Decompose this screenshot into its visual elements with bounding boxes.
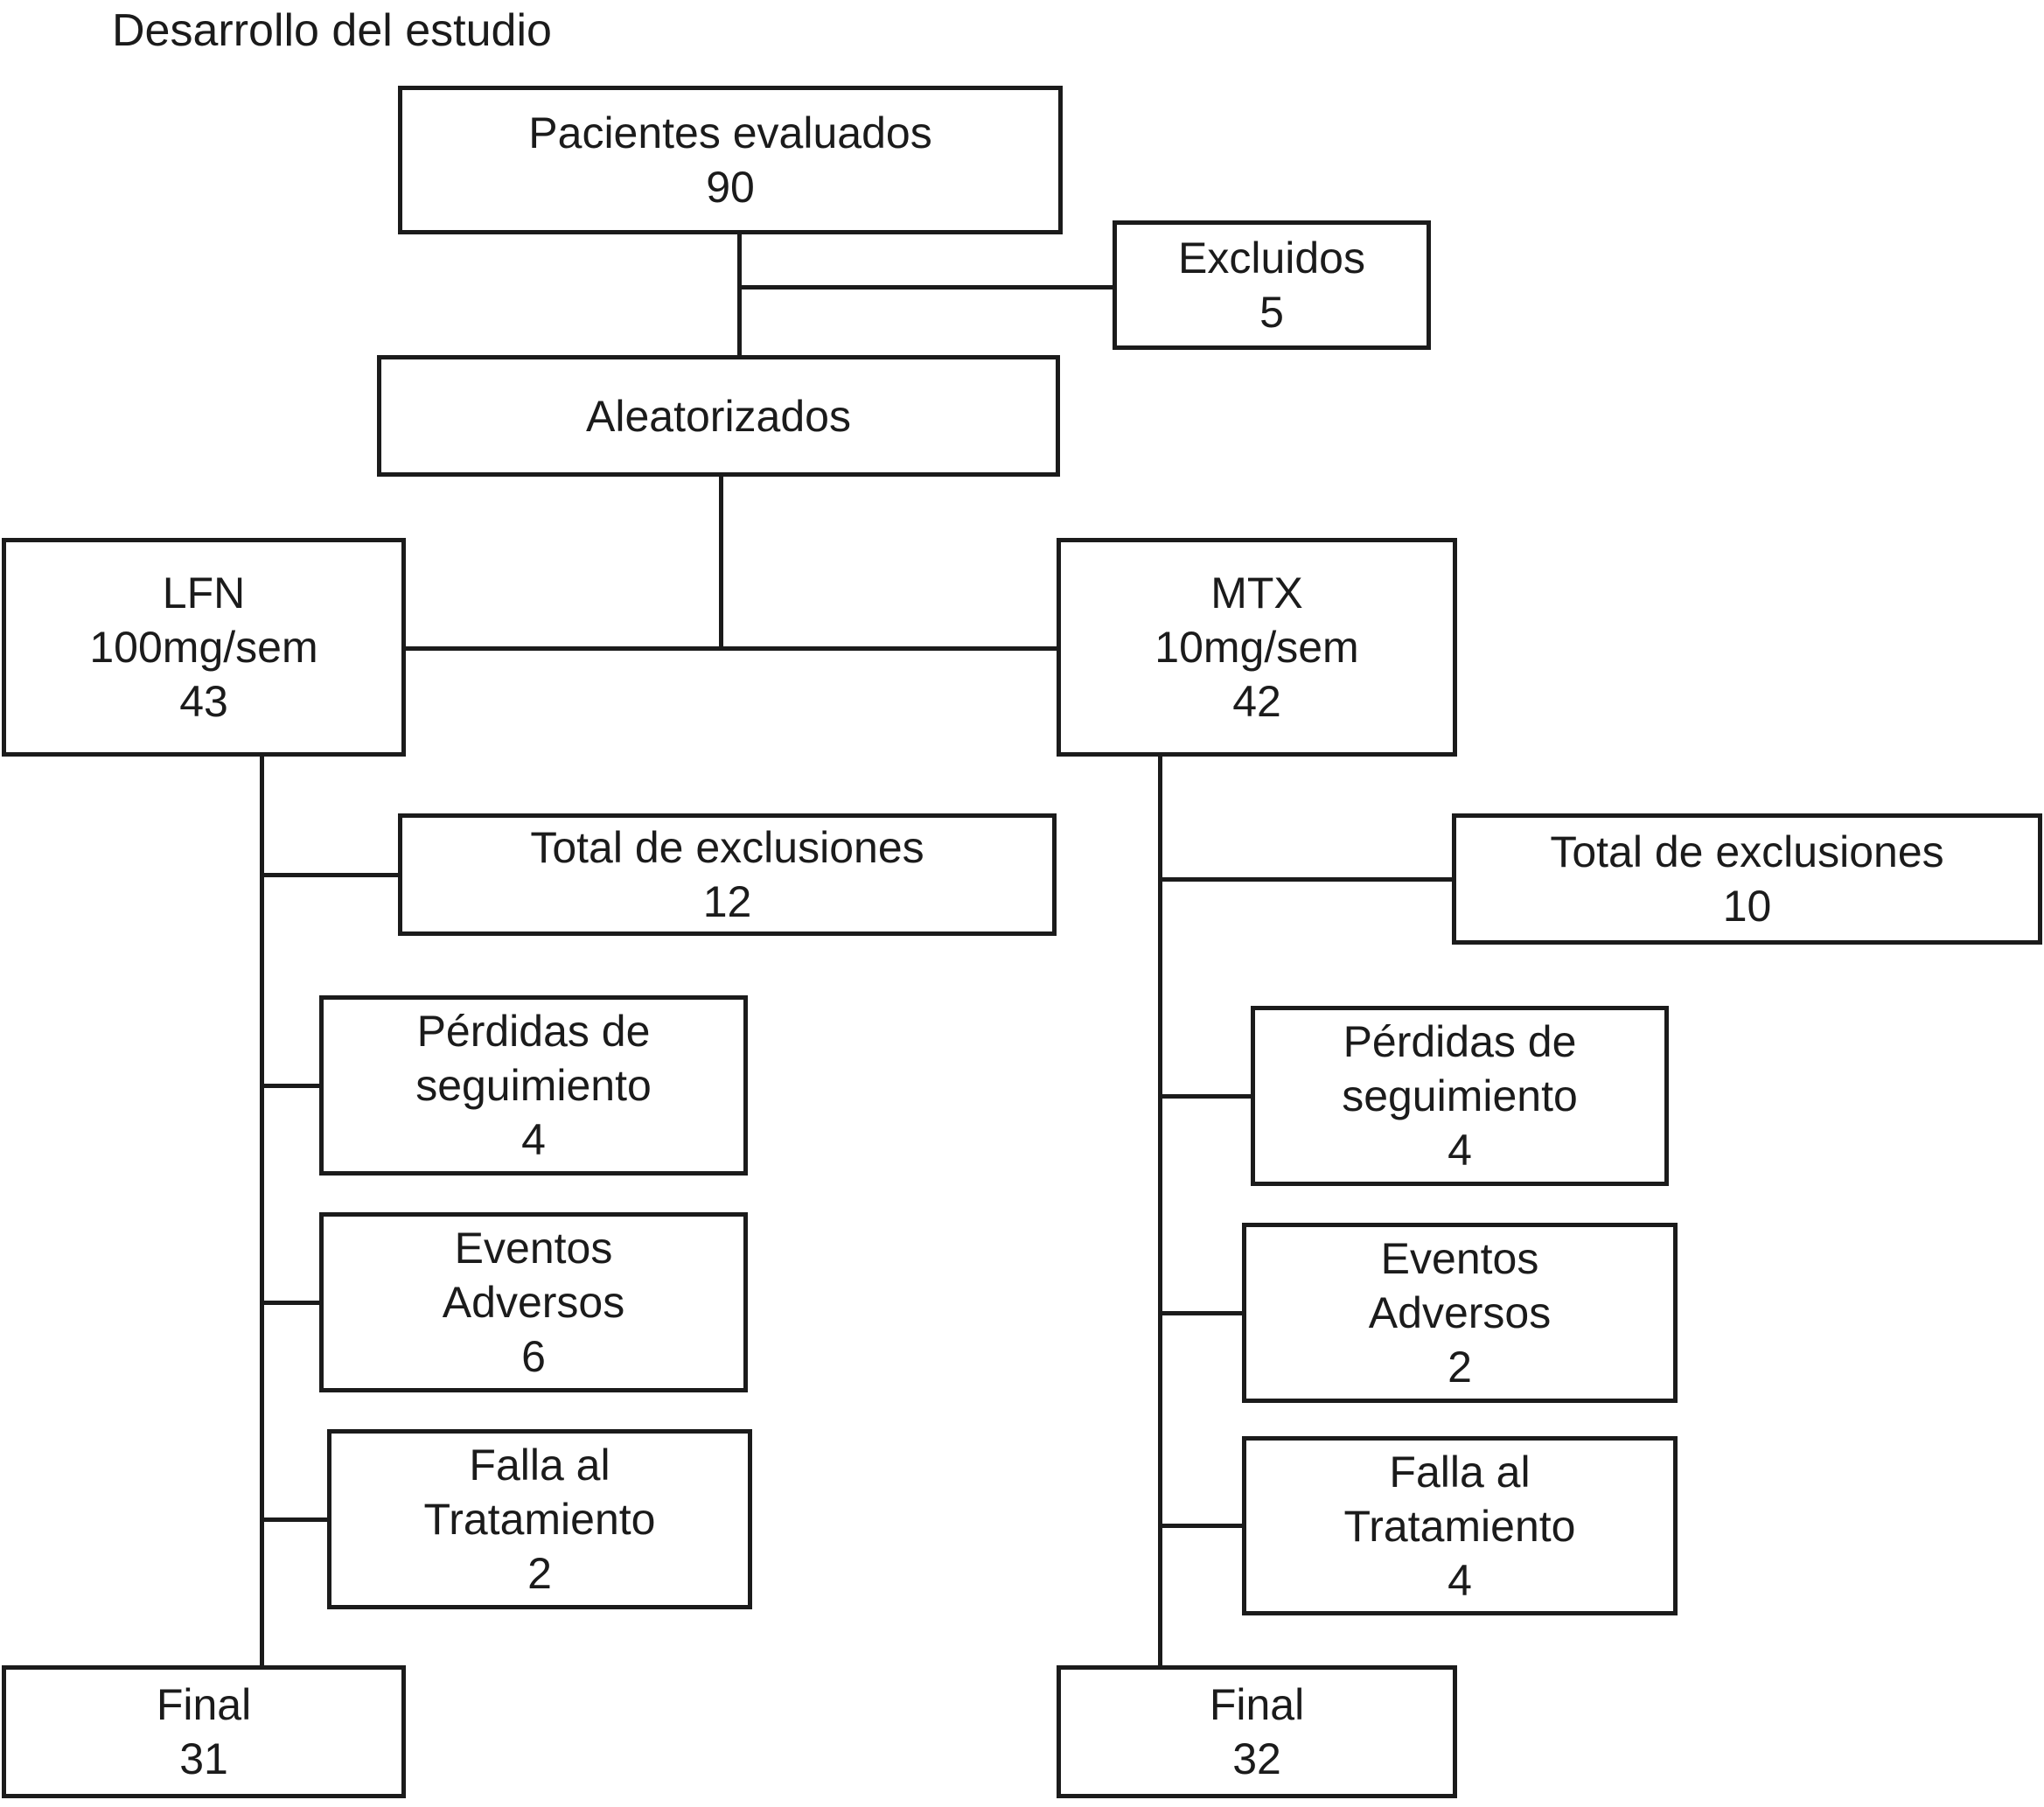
box-value: 32 (1232, 1734, 1281, 1783)
box-aleatorizados: Aleatorizados (377, 355, 1060, 477)
box-label: Pérdidas de (416, 1007, 651, 1056)
box-label: Adversos (1368, 1288, 1552, 1337)
box-label: seguimiento (1342, 1071, 1578, 1120)
box-eventos-adversos-mtx: Eventos Adversos 2 (1242, 1223, 1678, 1403)
box-value: 4 (521, 1115, 546, 1164)
box-value: 43 (179, 677, 228, 726)
box-falla-tratamiento-lfn: Falla al Tratamiento 2 (327, 1429, 752, 1609)
box-value: 4 (1448, 1126, 1472, 1175)
box-mtx-arm: MTX 10mg/sem 42 (1057, 538, 1457, 757)
diagram-title: Desarrollo del estudio (112, 5, 552, 56)
box-label: Total de exclusiones (1550, 827, 1944, 876)
box-total-exclusiones-lfn: Total de exclusiones 12 (398, 813, 1057, 936)
box-label: Aleatorizados (586, 391, 851, 441)
box-label: Total de exclusiones (530, 823, 924, 872)
connector-lfn-branch-vertical (260, 757, 264, 1665)
box-value: 4 (1448, 1555, 1472, 1605)
box-label: Tratamiento (423, 1495, 656, 1544)
box-label: Pérdidas de (1343, 1017, 1577, 1066)
box-label: seguimiento (415, 1061, 652, 1110)
connector-falla-mtx-stub (1158, 1524, 1242, 1528)
box-label: Falla al (1389, 1447, 1531, 1497)
box-final-mtx: Final 32 (1057, 1665, 1457, 1798)
box-value: 90 (706, 163, 755, 212)
box-excluidos: Excluidos 5 (1113, 220, 1431, 350)
connector-eventos-lfn-stub (260, 1301, 319, 1305)
box-value: 2 (1448, 1343, 1472, 1392)
box-label: Eventos (454, 1224, 613, 1273)
box-label: LFN (162, 569, 246, 617)
connector-mtx-branch-vertical (1158, 757, 1162, 1665)
connector-perdidas-lfn-stub (260, 1084, 319, 1088)
connector-aleatorizados-down (719, 477, 723, 648)
box-final-lfn: Final 31 (2, 1665, 406, 1798)
box-label: Adversos (442, 1278, 625, 1327)
box-eventos-adversos-lfn: Eventos Adversos 6 (319, 1212, 748, 1392)
connector-total-lfn-stub (260, 873, 398, 877)
connector-pacientes-to-aleatorizados (737, 234, 742, 355)
box-value: 31 (179, 1734, 228, 1783)
box-label: Eventos (1380, 1234, 1539, 1283)
box-falla-tratamiento-mtx: Falla al Tratamiento 4 (1242, 1436, 1678, 1615)
connector-total-mtx-stub (1158, 877, 1452, 882)
box-value: 2 (527, 1549, 552, 1598)
box-label: 10mg/sem (1155, 623, 1359, 672)
box-value: 42 (1232, 677, 1281, 726)
box-lfn-arm: LFN 100mg/sem 43 (2, 538, 406, 757)
box-total-exclusiones-mtx: Total de exclusiones 10 (1452, 813, 2042, 945)
box-label: 100mg/sem (89, 623, 318, 672)
connector-eventos-mtx-stub (1158, 1311, 1242, 1315)
box-label: Excluidos (1178, 234, 1365, 283)
connector-perdidas-mtx-stub (1158, 1094, 1251, 1099)
box-value: 10 (1722, 882, 1772, 931)
box-label: Final (156, 1680, 252, 1729)
connector-lfn-mtx-arms (406, 646, 1057, 651)
connector-to-excluidos (737, 285, 1113, 290)
box-perdidas-seguimiento-lfn: Pérdidas de seguimiento 4 (319, 995, 748, 1176)
box-label: Falla al (469, 1441, 610, 1490)
box-value: 12 (702, 877, 752, 926)
box-label: Final (1209, 1680, 1305, 1729)
box-label: Pacientes evaluados (528, 108, 932, 157)
connector-falla-lfn-stub (260, 1517, 327, 1522)
box-label: MTX (1210, 569, 1303, 617)
box-value: 5 (1259, 288, 1284, 337)
box-pacientes-evaluados: Pacientes evaluados 90 (398, 86, 1063, 234)
box-value: 6 (521, 1332, 546, 1381)
box-perdidas-seguimiento-mtx: Pérdidas de seguimiento 4 (1251, 1006, 1669, 1186)
box-label: Tratamiento (1343, 1501, 1576, 1551)
